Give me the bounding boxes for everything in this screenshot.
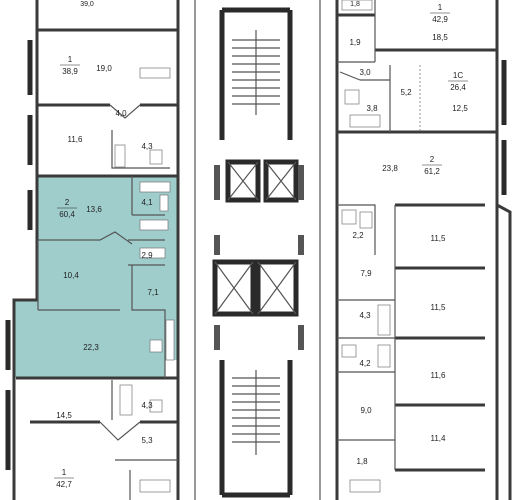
apartment-area: 39,0	[80, 1, 94, 8]
room-area: 11,5	[431, 303, 447, 312]
room-area: 3,0	[359, 68, 371, 77]
room-area: 1,9	[349, 38, 361, 47]
apartment-area: 61,2	[424, 167, 440, 176]
apartment-rooms: 1С	[453, 71, 463, 80]
room-area: 23,8	[382, 164, 398, 173]
room-area: 1,8	[350, 1, 360, 8]
right-fixtures	[341, 0, 391, 493]
room-area: 4,3	[141, 142, 153, 151]
apartment-rooms: 2	[430, 155, 435, 164]
left-fixtures	[114, 67, 175, 493]
apartment-rooms: 1	[62, 468, 67, 477]
building-core	[194, 0, 321, 500]
room-area: 12,5	[452, 104, 468, 113]
room-area: 4,2	[359, 359, 371, 368]
room-area: 7,9	[360, 269, 372, 278]
apartment-labels: 39,0 1 38,9 19,0 4,0 11,6 4,3 2 60,4 13,…	[54, 1, 468, 489]
room-area: 1,8	[356, 457, 368, 466]
room-area: 10,4	[63, 271, 79, 280]
apartment-area: 26,4	[450, 83, 466, 92]
room-area: 22,3	[83, 343, 99, 352]
apartment-area: 42,9	[432, 15, 448, 24]
room-area: 2,2	[352, 231, 364, 240]
apartment-rooms: 1	[438, 3, 443, 12]
room-area: 4,0	[115, 109, 127, 118]
room-area: 19,0	[96, 64, 112, 73]
room-area: 4,3	[141, 401, 153, 410]
left-wing-walls	[5, 0, 180, 500]
room-area: 4,3	[359, 311, 371, 320]
room-area: 2,9	[141, 251, 153, 260]
apartment-area: 42,7	[56, 480, 72, 489]
room-area: 5,3	[141, 436, 153, 445]
apartment-area: 60,4	[59, 210, 75, 219]
room-area: 13,6	[86, 205, 102, 214]
highlighted-apartment-fill[interactable]	[15, 176, 177, 378]
right-wing-walls	[335, 0, 512, 500]
room-area: 11,4	[431, 434, 447, 443]
apartment-rooms: 1	[68, 55, 73, 64]
room-area: 9,0	[360, 406, 372, 415]
room-area: 11,6	[68, 135, 84, 144]
room-area: 14,5	[56, 411, 72, 420]
room-area: 4,1	[141, 198, 153, 207]
room-area: 5,2	[400, 88, 412, 97]
room-area: 11,5	[431, 234, 447, 243]
room-area: 7,1	[147, 288, 159, 297]
apartment-area: 38,9	[62, 67, 78, 76]
room-area: 18,5	[432, 33, 448, 42]
room-area: 11,6	[431, 371, 447, 380]
apartment-rooms: 2	[65, 198, 70, 207]
room-area: 3,8	[366, 104, 378, 113]
